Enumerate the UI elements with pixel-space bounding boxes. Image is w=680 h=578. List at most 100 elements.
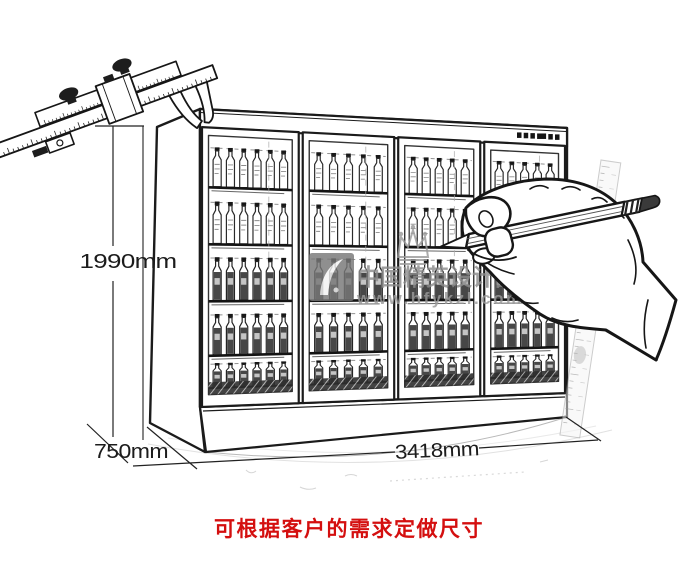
panel-button (555, 134, 560, 140)
panel-button (530, 133, 535, 139)
thumb-nail (483, 226, 515, 258)
ruler-tick-right (609, 188, 614, 190)
scale-tick (85, 106, 88, 110)
scale-tick (59, 116, 62, 120)
beam-tick (181, 86, 184, 91)
shelf-line (490, 345, 559, 351)
ruler-tick (570, 373, 579, 376)
beam-tick (69, 128, 71, 132)
scale-tick (97, 102, 99, 106)
shelf-bracket-line (312, 193, 380, 198)
panel-button (548, 134, 553, 140)
thumb-crease (467, 249, 517, 261)
beam-tick (64, 129, 67, 134)
shelf-bracket-line (211, 247, 285, 250)
beam-tick (36, 140, 39, 144)
scale-tick (168, 76, 171, 80)
shelf-bracket-line (312, 354, 380, 358)
scale-tick (70, 112, 73, 116)
shelf-bracket-line (407, 352, 466, 355)
scale-tick (78, 109, 80, 113)
beam-tick (97, 117, 100, 122)
caliper-fixed-jaw (194, 81, 214, 124)
ruler-tick (569, 380, 574, 382)
ruler-tick (574, 345, 579, 348)
ruler-tick (599, 179, 604, 181)
scale-tick (51, 119, 54, 122)
beam-tick (153, 97, 156, 101)
beam-tick (171, 87, 175, 94)
beam-tick (59, 131, 62, 135)
panel-button (517, 132, 522, 138)
scale-tick (161, 79, 163, 83)
scale-tick (43, 119, 47, 125)
beam-tick (194, 79, 198, 86)
height-dimension-label: 1990mm (80, 251, 177, 273)
scale-tick (62, 112, 65, 118)
width-dim-line-left (132, 451, 396, 467)
scale-tick (93, 104, 95, 107)
ruler-tick-right (576, 409, 581, 412)
ferrule-crimp-bands (624, 198, 640, 216)
shelf-bracket-line (407, 196, 466, 201)
floor-grill (490, 370, 559, 384)
pencil-eraser (638, 194, 661, 213)
crown-icon (396, 224, 430, 265)
beam-tick (73, 126, 76, 130)
beam-tick (144, 100, 147, 105)
scale-tick (137, 85, 140, 91)
scale-tick (48, 120, 50, 124)
scale-tick (156, 78, 159, 84)
vernier-caliper-icon (0, 58, 219, 175)
slider-lock-screw (102, 73, 115, 83)
ruler-tick-right (578, 395, 583, 398)
ruler-tick-right (580, 382, 585, 384)
price-strip-line (492, 160, 557, 166)
ruler-tick (601, 165, 610, 168)
shelf-line (404, 347, 474, 353)
shelf-line (208, 185, 293, 192)
beam-tick (45, 136, 48, 141)
hood-inner-line (199, 112, 567, 132)
shelf-line (309, 189, 388, 195)
shelf-line (404, 192, 474, 198)
caliper-sliding-jaw (168, 90, 203, 130)
ruler-tick-right (582, 368, 587, 370)
caliper-clamp (44, 132, 75, 154)
ruler-tick (598, 186, 603, 188)
ruler-tick (568, 387, 573, 389)
beam-tick (191, 83, 194, 88)
ruler-tick (563, 421, 568, 424)
beam-tick (12, 148, 15, 153)
scale-tick (55, 117, 58, 121)
shelf-line (309, 350, 388, 355)
beam-tick (22, 145, 24, 149)
beam-tick (148, 96, 151, 103)
beam-tick (77, 122, 81, 129)
caliper-beam (0, 64, 219, 175)
price-strip-line (492, 311, 557, 313)
ruler-tick (564, 414, 569, 417)
ruler-tick (567, 394, 572, 396)
beam-tick (26, 143, 29, 147)
ruler-tick (571, 366, 576, 368)
index-fingernail (478, 210, 494, 228)
ruler-tick-right (586, 340, 592, 342)
ruler-tick (565, 408, 574, 411)
beam-tick (83, 122, 86, 127)
shelf-bracket-line (211, 190, 285, 195)
shelf-bracket-line (407, 250, 466, 253)
beam-tick (158, 95, 161, 100)
beam-tick (186, 85, 189, 89)
beam-tick (7, 147, 10, 154)
hand-holding-pencil-icon (440, 177, 678, 362)
scale-tick (81, 106, 84, 111)
floor-grill (404, 373, 474, 388)
ruler-tick-right (611, 174, 616, 176)
beam-tick (17, 146, 20, 151)
shelf-line (309, 244, 388, 249)
shelf-line (208, 352, 293, 358)
watermark-url: www.hfykzl.com (356, 289, 524, 308)
beam-tick (54, 130, 57, 137)
